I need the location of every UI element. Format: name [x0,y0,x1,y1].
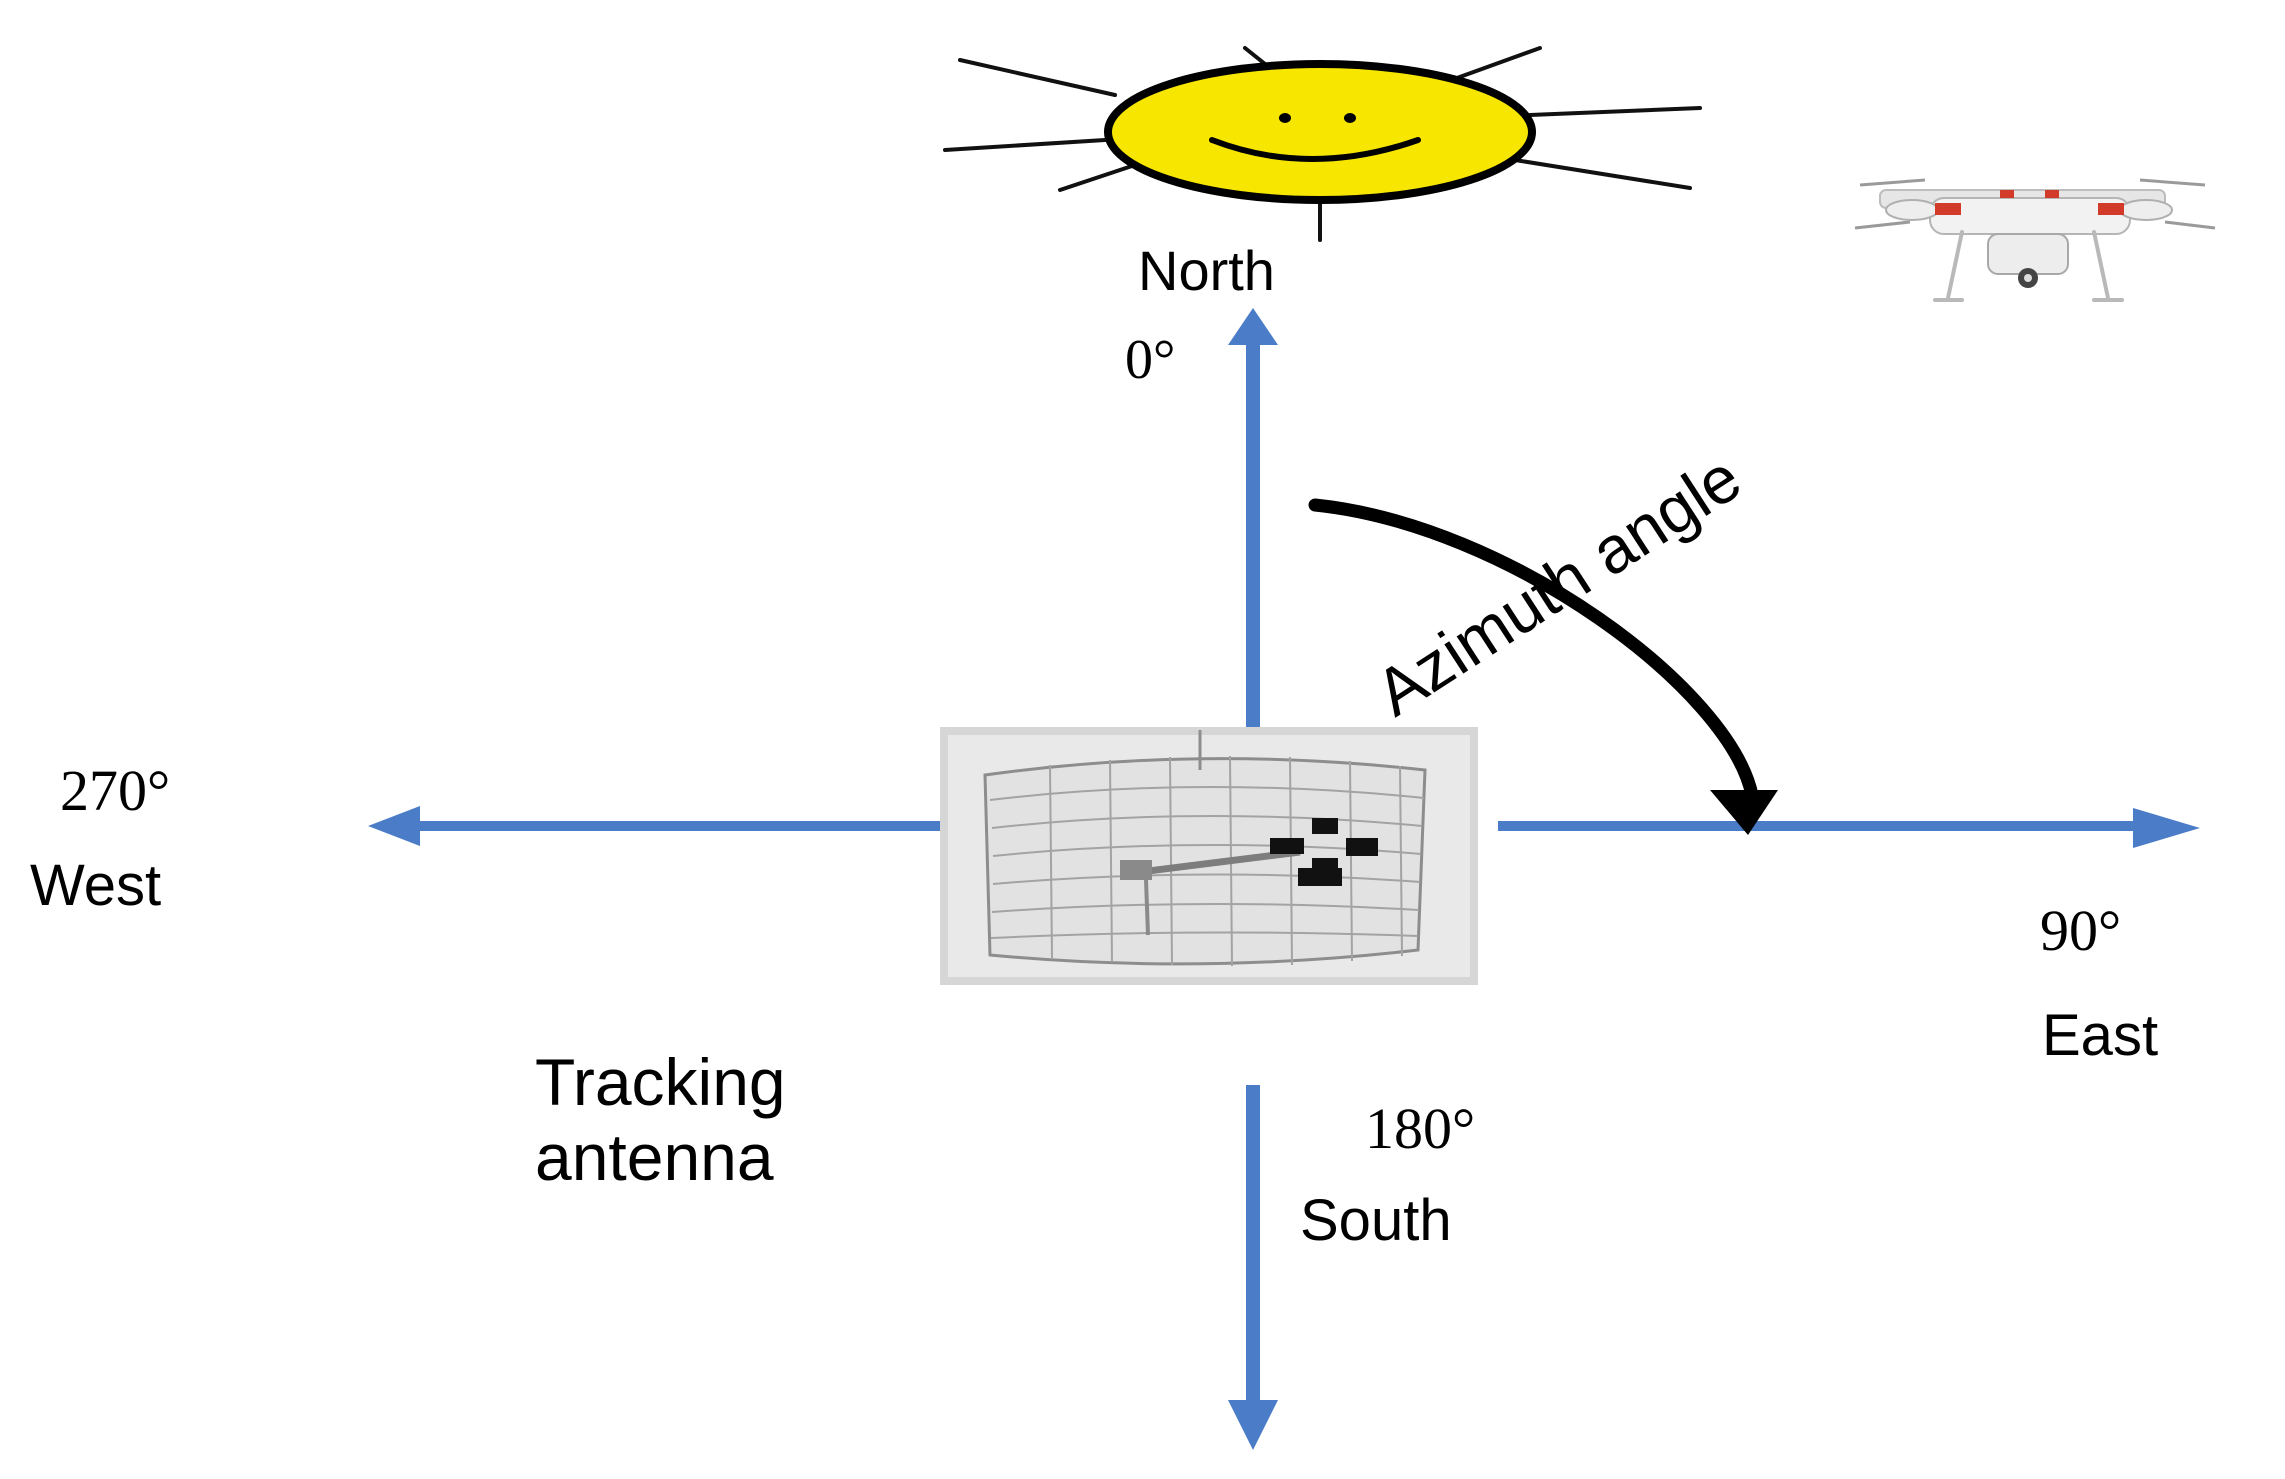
south-arrow [1228,1085,1278,1450]
north-angle-label: 0° [1125,329,1175,391]
east-arrow [1498,808,2200,848]
azimuth-angle-label: Azimuth angle [1362,440,1753,730]
north-label: North [1138,239,1275,302]
antenna-label-line2: antenna [535,1120,774,1194]
antenna-icon [940,727,1478,985]
west-arrow [368,806,981,846]
north-arrow [1228,308,1278,727]
sun-icon [943,46,1702,242]
antenna-label-line1: Tracking [535,1045,786,1119]
west-label: West [30,853,161,918]
west-angle-label: 270° [60,758,170,823]
east-label: East [2042,1003,2158,1068]
drone-icon [1854,178,2216,302]
east-angle-label: 90° [2040,898,2121,963]
south-angle-label: 180° [1365,1096,1475,1161]
south-label: South [1300,1188,1452,1253]
azimuth-arc-arrow [1308,498,1778,835]
